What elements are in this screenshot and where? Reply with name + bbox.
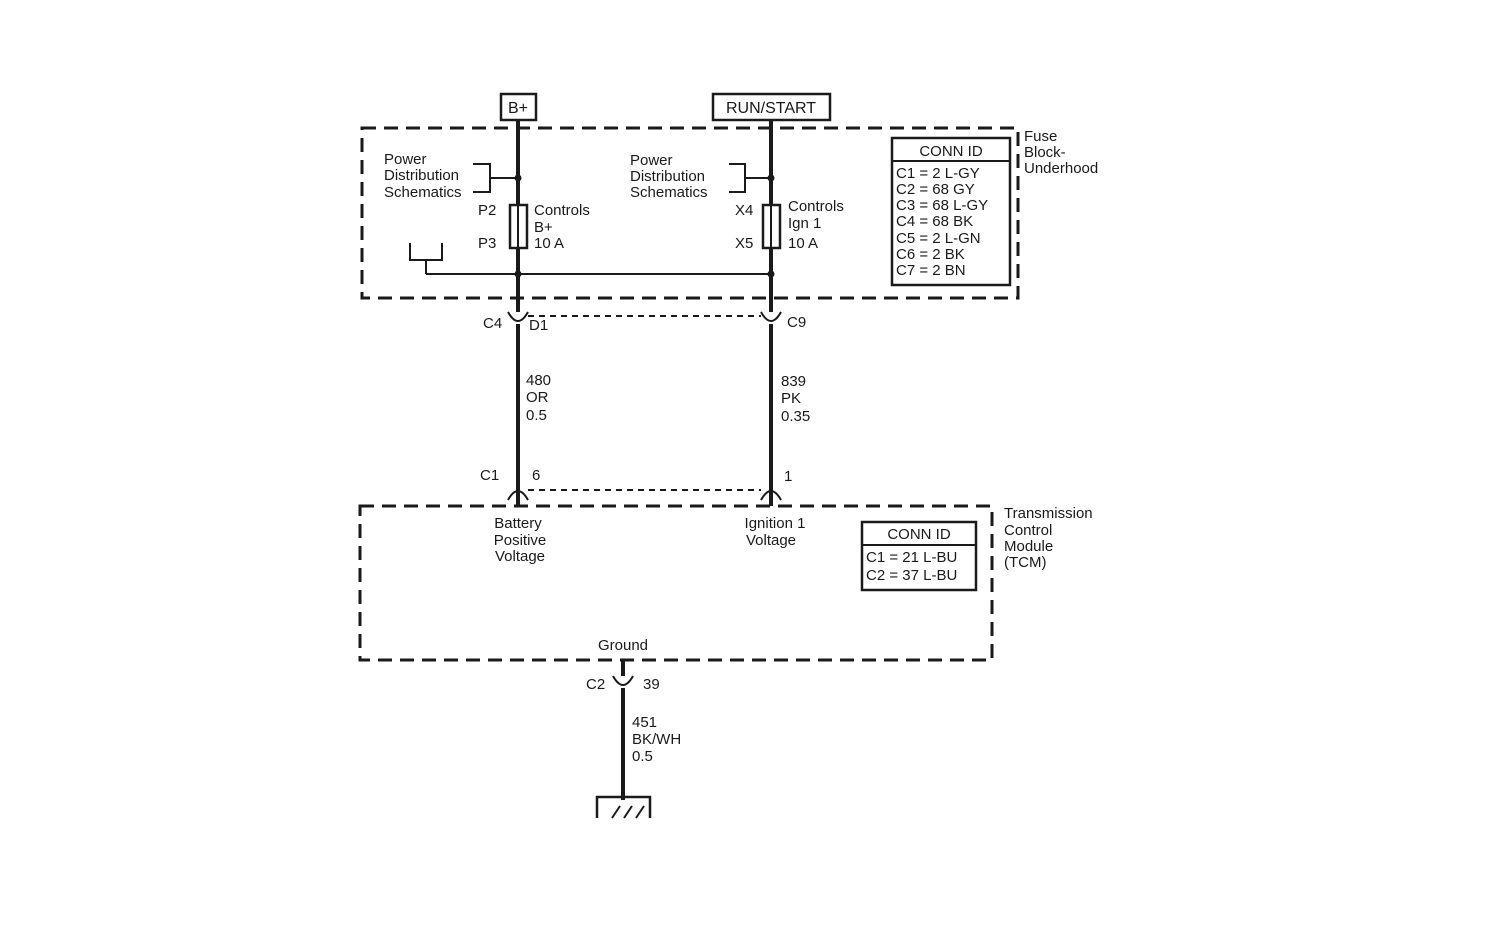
svg-text:Controls: Controls: [788, 198, 844, 215]
svg-text:C7 = 2 BN: C7 = 2 BN: [896, 262, 966, 279]
fuse-left-pin-top: P2: [478, 202, 496, 219]
svg-text:10 A: 10 A: [788, 235, 818, 252]
fuse-right-pin-top: X4: [735, 202, 753, 219]
svg-text:(TCM): (TCM): [1004, 554, 1046, 571]
svg-text:Underhood: Underhood: [1024, 160, 1098, 177]
fuse-block-boundary: [360, 126, 1020, 300]
fuse-right-label: Controls Ign 1 10 A: [788, 198, 844, 252]
svg-text:Fuse: Fuse: [1024, 128, 1057, 145]
label-pin-6: 6: [532, 467, 540, 484]
svg-text:Controls: Controls: [534, 202, 590, 219]
pds-right-label: Power Distribution Schematics: [630, 152, 708, 201]
svg-text:Power: Power: [384, 151, 427, 168]
svg-text:Schematics: Schematics: [630, 184, 708, 201]
fuse-block-ground-symbol: [409, 243, 443, 274]
connector-c2-pin39: [612, 675, 634, 686]
svg-text:Power: Power: [630, 152, 673, 169]
runstart-supply-label: RUN/START: [711, 92, 832, 122]
connector-c4-d1: [507, 311, 529, 322]
fuse-left-pin-bottom: P3: [478, 235, 496, 252]
pds-left-label: Power Distribution Schematics: [384, 151, 462, 201]
tcm-pin-battery-label: Battery Positive Voltage: [494, 515, 547, 565]
svg-text:PK: PK: [781, 390, 801, 407]
svg-text:C1 = 2 L-GY: C1 = 2 L-GY: [896, 165, 980, 182]
svg-text:10 A: 10 A: [534, 235, 564, 252]
svg-text:0.5: 0.5: [526, 407, 547, 424]
svg-text:CONN ID: CONN ID: [887, 526, 951, 543]
svg-text:Block-: Block-: [1024, 144, 1066, 161]
svg-text:Battery: Battery: [494, 515, 542, 532]
fuse-right-pin-bottom: X5: [735, 235, 753, 252]
svg-text:B+: B+: [534, 219, 553, 236]
svg-text:Ign 1: Ign 1: [788, 215, 821, 232]
svg-text:C2 = 68 GY: C2 = 68 GY: [896, 181, 975, 198]
fuse-block-title: Fuse Block- Underhood: [1024, 128, 1098, 177]
svg-text:Ignition 1: Ignition 1: [745, 515, 806, 532]
svg-text:Distribution: Distribution: [630, 168, 705, 185]
svg-text:C3 = 68 L-GY: C3 = 68 L-GY: [896, 197, 988, 214]
bplus-supply-label: B+: [499, 92, 538, 122]
tcm-title: Transmission Control Module (TCM): [1004, 505, 1093, 571]
svg-text:Schematics: Schematics: [384, 184, 462, 201]
chassis-ground-icon: [595, 795, 652, 819]
svg-text:0.5: 0.5: [632, 748, 653, 765]
label-c2: C2: [586, 676, 605, 693]
label-pin-39: 39: [643, 676, 660, 693]
tcm-pin-ignition-label: Ignition 1 Voltage: [745, 515, 806, 549]
wire-right-label: 839 PK 0.35: [781, 373, 810, 425]
label-c4: C4: [483, 315, 502, 332]
svg-text:CONN ID: CONN ID: [919, 143, 983, 160]
pds-right-bracket: [729, 163, 771, 193]
svg-text:451: 451: [632, 714, 657, 731]
svg-text:C5 = 2 L-GN: C5 = 2 L-GN: [896, 230, 981, 247]
svg-text:RUN/START: RUN/START: [726, 100, 816, 117]
connector-c9: [760, 311, 782, 322]
pds-left-bracket: [473, 163, 518, 193]
label-d1: D1: [529, 317, 548, 334]
fuse-left-label: Controls B+ 10 A: [534, 202, 590, 252]
svg-text:839: 839: [781, 373, 806, 390]
label-pin-1: 1: [784, 468, 792, 485]
svg-text:C2 = 37 L-BU: C2 = 37 L-BU: [866, 567, 957, 584]
tcm-pin-ground-label: Ground: [598, 637, 648, 654]
label-c1: C1: [480, 467, 499, 484]
svg-text:Voltage: Voltage: [746, 532, 796, 549]
wire-left-label: 480 OR 0.5: [526, 372, 551, 424]
svg-text:BK/WH: BK/WH: [632, 731, 681, 748]
tcm-conn-id-table: CONN ID C1 = 21 L-BU C2 = 37 L-BU: [860, 520, 978, 592]
svg-text:Transmission: Transmission: [1004, 505, 1093, 522]
svg-text:Distribution: Distribution: [384, 167, 459, 184]
svg-text:B+: B+: [508, 100, 528, 117]
wire-ground-label: 451 BK/WH 0.5: [632, 714, 681, 765]
tcm-boundary: [358, 504, 994, 662]
svg-text:C1 = 21 L-BU: C1 = 21 L-BU: [866, 549, 957, 566]
fuse-block-conn-id-table: CONN ID C1 = 2 L-GY C2 = 68 GY C3 = 68 L…: [890, 136, 1012, 287]
svg-text:Control: Control: [1004, 522, 1052, 539]
svg-text:Voltage: Voltage: [495, 548, 545, 565]
svg-text:Module: Module: [1004, 538, 1053, 555]
svg-text:C4 = 68 BK: C4 = 68 BK: [896, 213, 973, 230]
svg-text:C6 = 2 BK: C6 = 2 BK: [896, 246, 965, 263]
svg-text:480: 480: [526, 372, 551, 389]
svg-text:Positive: Positive: [494, 532, 547, 549]
svg-text:OR: OR: [526, 389, 549, 406]
label-c9: C9: [787, 314, 806, 331]
svg-text:0.35: 0.35: [781, 408, 810, 425]
